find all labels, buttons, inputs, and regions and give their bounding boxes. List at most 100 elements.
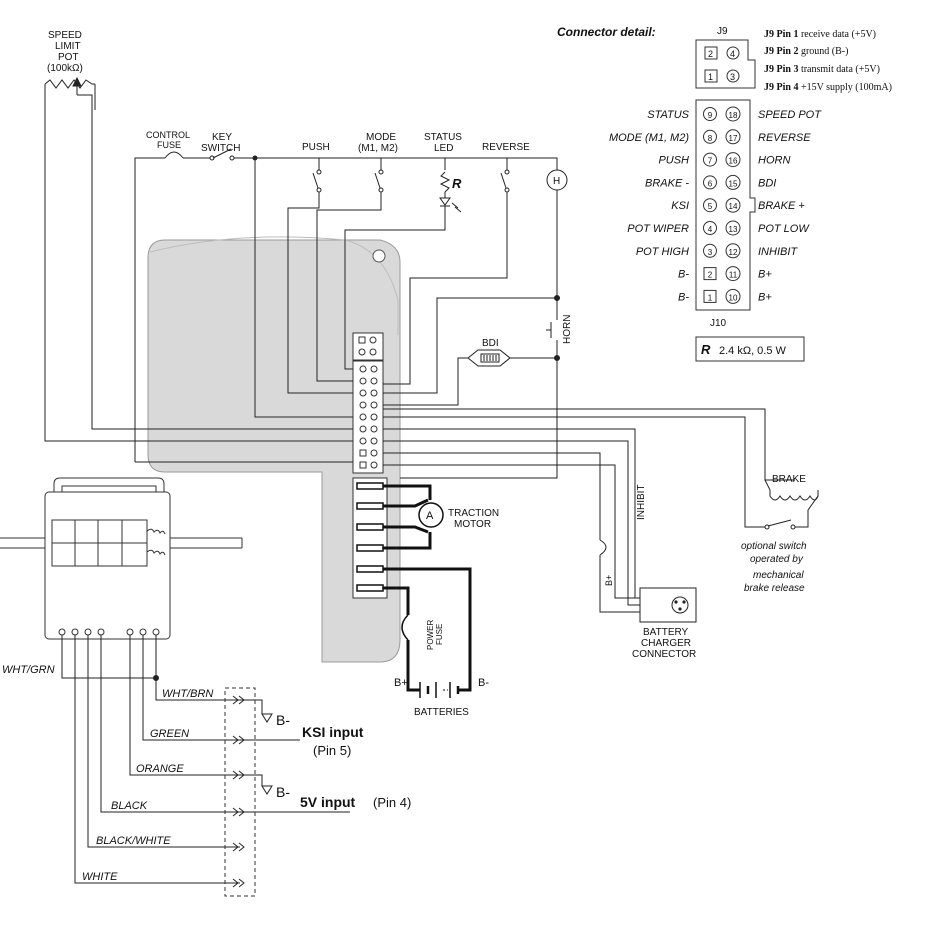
ksi-pin-label: (Pin 5): [313, 743, 351, 758]
j10-left-num: 6: [708, 179, 713, 188]
j10-right-pin: [725, 174, 741, 190]
j9-detail: [695, 39, 756, 89]
controller-body: [147, 239, 401, 663]
j10-right-label: B+: [758, 269, 772, 281]
svg-text:2: 2: [708, 49, 713, 59]
bdi-label: BDI: [482, 338, 499, 349]
j10-right-label: HORN: [758, 155, 790, 167]
j10-right-num: 16: [729, 157, 738, 166]
status-led-branch: [344, 171, 462, 370]
j10-block: [352, 360, 384, 474]
pot-label-1: SPEED: [48, 30, 82, 41]
j10-right-pin: [725, 243, 741, 259]
traction-motor[interactable]: [418, 502, 444, 528]
j10-right-num: 18: [729, 111, 738, 120]
mounting-hole: [372, 249, 386, 263]
j10-left-num: 7: [708, 157, 713, 166]
inhibit-label: INHIBIT: [636, 484, 647, 520]
j9-pin-list: J9 Pin 1 receive data (+5V) J9 Pin 2 gro…: [764, 29, 892, 93]
wht-grn-label: WHT/GRN: [2, 664, 55, 676]
j10-right-pin: [725, 129, 741, 145]
wire-label-orange: ORANGE: [136, 763, 184, 775]
j10-left-label: MODE (M1, M2): [609, 132, 689, 144]
brake-label: BRAKE: [772, 474, 806, 485]
resistor-r-label: R: [701, 342, 711, 357]
j10-right-num: 13: [729, 225, 738, 234]
j10-right-num: 14: [729, 202, 738, 211]
wire-label-wht-brn: WHT/BRN: [162, 688, 213, 700]
connector-detail-title: Connector detail:: [557, 25, 656, 39]
j10-right-pin: [725, 152, 741, 168]
svg-text:J9 Pin 4 +15V supply (100mA): J9 Pin 4 +15V supply (100mA): [764, 82, 892, 93]
bdi-branch: [383, 349, 560, 479]
harness-device: [0, 477, 243, 640]
j10-right-num: 11: [729, 271, 738, 280]
charger-fuse: [599, 539, 607, 556]
j10-left-pin: [703, 289, 717, 303]
bplus-vertical-label: B+: [604, 575, 614, 586]
wire-label-black: BLACK: [111, 800, 148, 812]
j10-right-pin: [725, 266, 741, 282]
j10-left-label: POT HIGH: [636, 246, 689, 258]
traction-label-2: MOTOR: [454, 519, 491, 530]
horn-switch-branch: [383, 295, 560, 394]
j10-left-pin: [703, 198, 717, 213]
j10-left-num: 9: [708, 111, 713, 120]
j10-right-label: B+: [758, 291, 772, 303]
wire-label-white: WHITE: [82, 871, 118, 883]
j10-left-label: POT WIPER: [627, 223, 689, 235]
j10-right-pin: [725, 197, 741, 213]
pot-label-2: LIMIT: [55, 41, 81, 52]
mode-label-1: MODE: [366, 132, 396, 143]
key-switch-label-2: SWITCH: [201, 143, 240, 154]
j9-pins: [358, 336, 377, 356]
reverse-label: REVERSE: [482, 142, 530, 153]
motor-wires[interactable]: [383, 484, 472, 692]
power-fuse-label-2: FUSE: [435, 624, 444, 645]
j10-right-num: 17: [729, 134, 738, 143]
j10-left-pin: [703, 107, 717, 121]
mode-switch: [316, 169, 384, 382]
connector-plug-dashed: [224, 687, 256, 897]
control-fuse-label-1: CONTROL: [146, 130, 190, 140]
j10-left-num: 1: [708, 293, 713, 302]
power-terminal-block: [352, 477, 388, 599]
j10-left-label: PUSH: [658, 155, 689, 167]
svg-text:1: 1: [708, 72, 713, 82]
j9-block: [352, 332, 384, 361]
j10-left-label: B-: [678, 291, 689, 303]
key-switch: [209, 148, 235, 161]
pot-label-4: (100kΩ): [47, 63, 83, 74]
key-switch-label-1: KEY: [212, 132, 232, 143]
j10-right-num: 12: [729, 248, 738, 257]
j10-left-label: KSI: [671, 200, 689, 212]
status-led-label-1: STATUS: [424, 132, 462, 143]
svg-text:J9 Pin 3 transmit data (+5V): J9 Pin 3 transmit data (+5V): [764, 64, 880, 75]
controller-lid: [149, 236, 399, 335]
svg-text:3: 3: [730, 72, 735, 82]
battery-bminus: B-: [478, 677, 489, 689]
resistor-value: 2.4 kΩ, 0.5 W: [719, 345, 787, 357]
j10-left-label: BRAKE -: [645, 177, 689, 189]
j10-right-label: REVERSE: [758, 132, 811, 144]
wire-label-black-white: BLACK/WHITE: [96, 835, 171, 847]
harness-terminals: [58, 628, 160, 636]
svg-text:J9 Pin 1 receive data (+5V): J9 Pin 1 receive data (+5V): [764, 29, 876, 40]
battery-charger-connector: [639, 587, 697, 623]
j10-right-label: BRAKE +: [758, 200, 805, 212]
reverse-switch: [383, 169, 510, 385]
j10-left-num: 8: [708, 134, 713, 143]
control-fuse-label-2: FUSE: [157, 140, 181, 150]
optional-switch-line-2: operated by: [750, 554, 804, 565]
ksi-input-label: KSI input: [302, 724, 364, 740]
right-wires: [383, 408, 809, 613]
horn-symbol: [546, 169, 568, 191]
led-resistor-label: R: [452, 176, 462, 191]
charger-label-2: CHARGER: [641, 638, 691, 649]
traction-label-1: TRACTION: [448, 508, 499, 519]
j10-right-num: 10: [729, 293, 738, 302]
harness-wires: [61, 635, 350, 884]
j10-pins: [359, 365, 378, 469]
svg-text:4: 4: [730, 49, 735, 59]
